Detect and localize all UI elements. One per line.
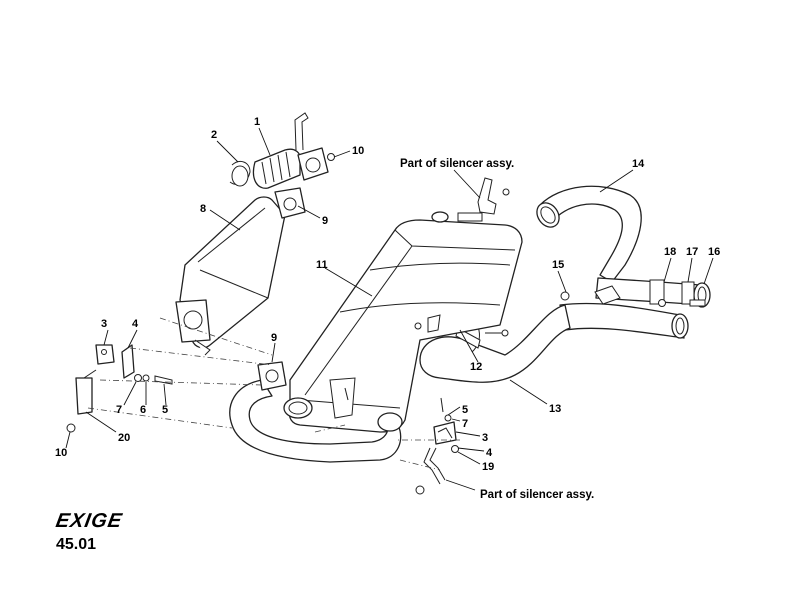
- leader-lines: [65, 127, 714, 491]
- tail-pipe-assembly: [536, 185, 711, 339]
- silencer-bracket-top: [477, 177, 510, 215]
- callout-labels: 1 2 10 8 9 11 14 15 18 17 16 12 13 3 4 7…: [55, 116, 720, 473]
- catalyst: [175, 196, 286, 356]
- left-mounting-hardware: [66, 344, 173, 433]
- callout-7-right: 7: [462, 418, 468, 430]
- callout-15: 15: [552, 259, 564, 271]
- callout-9: 9: [322, 215, 328, 227]
- callout-5-right: 5: [462, 404, 468, 416]
- callout-3-right: 3: [482, 432, 488, 444]
- callout-8: 8: [200, 203, 206, 215]
- note-silencer-bottom: Part of silencer assy.: [480, 489, 594, 501]
- callout-13: 13: [549, 403, 561, 415]
- note-silencer-top: Part of silencer assy.: [400, 158, 514, 170]
- right-mounting-hardware: [415, 397, 459, 495]
- callout-3: 3: [101, 318, 107, 330]
- callout-1: 1: [254, 116, 260, 128]
- callout-10-lower: 10: [55, 447, 67, 459]
- callout-4-right: 4: [486, 447, 493, 459]
- callout-4: 4: [132, 318, 139, 330]
- callout-18: 18: [664, 246, 676, 258]
- callout-20: 20: [118, 432, 130, 444]
- callout-19: 19: [482, 461, 494, 473]
- flex-pipe: [229, 112, 335, 391]
- callout-12: 12: [470, 361, 482, 373]
- silencer-outlet-loop: [229, 379, 403, 463]
- callout-2: 2: [211, 129, 217, 141]
- alignment-lines: [87, 317, 460, 471]
- callout-7: 7: [116, 404, 122, 416]
- callout-17: 17: [686, 246, 698, 258]
- callout-14: 14: [632, 158, 645, 170]
- callout-16: 16: [708, 246, 720, 258]
- exige-logo: EXIGE: [54, 510, 125, 532]
- callout-5: 5: [162, 404, 168, 416]
- page-number: 45.01: [56, 536, 97, 553]
- callout-6: 6: [140, 404, 146, 416]
- callout-11: 11: [316, 259, 328, 271]
- silencer: [288, 211, 523, 433]
- callout-9-lower: 9: [271, 332, 277, 344]
- callout-10: 10: [352, 145, 364, 157]
